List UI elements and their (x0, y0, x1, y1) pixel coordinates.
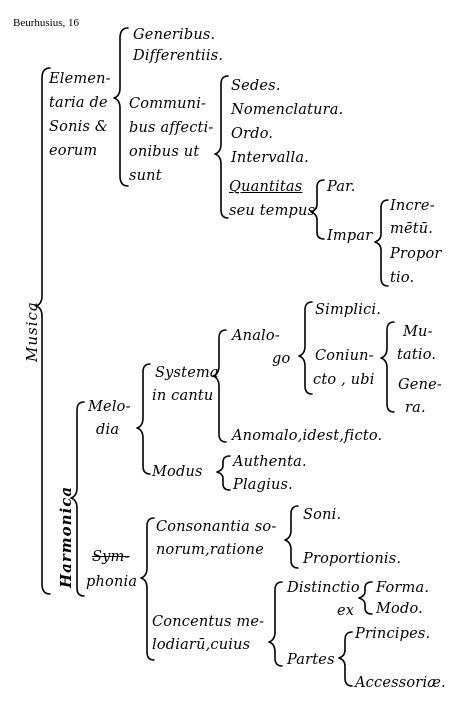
node-elementaria-line1: Elemen- (49, 71, 111, 87)
node-consonantia-line1: Consonantia so- (156, 519, 277, 535)
node-modo: Modo. (376, 601, 423, 617)
node-proportio-line1: Propor (390, 246, 442, 262)
brace-harmonica (70, 401, 85, 597)
node-elementaria-line3: Sonis & (49, 119, 108, 135)
node-melodia-line1: Melo- (88, 399, 131, 415)
node-par: Par. (327, 179, 356, 195)
node-accessoriae: Accessoriæ. (355, 675, 446, 691)
brace-systema (212, 329, 227, 443)
node-anomalo: Anomalo,idest,ficto. (232, 428, 383, 444)
caption: Beurhusius, 16 (13, 17, 79, 29)
node-forma: Forma. (376, 580, 430, 596)
node-authenta: Authenta. (233, 454, 307, 470)
node-modus: Modus (152, 464, 203, 480)
node-concentus-line2: lodiarū,cuius (152, 637, 251, 653)
node-quantitas-line1: Quantitas (229, 179, 303, 195)
node-intervalla: Intervalla. (231, 150, 309, 166)
node-generibus: Generibus. (133, 27, 216, 43)
node-genera-line1: Gene- (398, 377, 442, 393)
node-nomenclatura: Nomenclatura. (231, 102, 344, 118)
node-genera-line2: ra. (405, 400, 426, 416)
brace-concentus (268, 581, 283, 667)
node-proportionis: Proportionis. (303, 551, 402, 567)
brace-consonantia (284, 505, 299, 569)
node-communibus-line1: Communi- (129, 96, 207, 112)
node-principes: Principes. (355, 626, 431, 642)
node-elementaria-line2: taria de (49, 95, 108, 111)
node-analogo-line2: go (272, 351, 291, 367)
brace-impar (374, 199, 389, 287)
node-simplici: Simplici. (315, 302, 382, 318)
brace-communibus (214, 75, 229, 219)
brace-partes (338, 631, 353, 687)
brace-analogo (298, 301, 313, 395)
node-consonantia-line2: norum,ratione (156, 542, 264, 558)
brace-modus (216, 455, 231, 491)
node-mutatio-line2: tatio. (397, 347, 437, 363)
node-analogo-line1: Analo- (232, 328, 280, 344)
node-harmonica: Harmonica (57, 485, 75, 588)
node-communibus-line2: bus affecti- (129, 120, 214, 136)
node-musica: Musica (23, 301, 41, 362)
brace-distinctio (358, 581, 373, 615)
node-communibus-line4: sunt (129, 168, 162, 184)
node-symphonia-line1: Sym- (92, 549, 130, 565)
node-distinctio-line1: Distinctio (287, 580, 360, 596)
brace-musica (35, 67, 51, 595)
node-distinctio-line2: ex (337, 603, 355, 619)
node-ordo: Ordo. (231, 126, 274, 142)
node-communibus-line3: onibus ut (129, 144, 200, 160)
brace-quantitas (310, 179, 325, 240)
node-differentiis: Differentiis. (133, 48, 224, 64)
brace-elementaria (113, 27, 129, 187)
node-sedes: Sedes. (231, 78, 281, 94)
brace-symphonia (140, 517, 155, 661)
node-partes: Partes (287, 652, 335, 668)
node-proportio-line2: tio. (390, 270, 415, 286)
node-systema-line2: in cantu (152, 388, 214, 404)
node-symphonia-line2: phonia (86, 574, 138, 590)
node-quantitas-line2: seu tempus (229, 203, 316, 219)
node-impar: Impar (327, 228, 373, 244)
node-soni: Soni. (303, 507, 342, 523)
node-incrementum-line1: Incre- (390, 198, 435, 214)
node-systema-line1: Systema (155, 365, 219, 381)
node-coniuncto-line1: Coniun- (315, 348, 374, 364)
brace-melodia (136, 363, 151, 475)
node-elementaria-line4: eorum (49, 143, 98, 159)
brace-coniuncto (380, 321, 395, 413)
node-plagius: Plagius. (233, 477, 293, 493)
node-incrementum-line2: mētū. (390, 221, 434, 237)
node-concentus-line1: Concentus me- (152, 614, 265, 630)
node-mutatio-line1: Mu- (403, 324, 433, 340)
node-coniuncto-line2: cto , ubi (313, 372, 375, 388)
node-melodia-line2: dia (96, 422, 120, 438)
